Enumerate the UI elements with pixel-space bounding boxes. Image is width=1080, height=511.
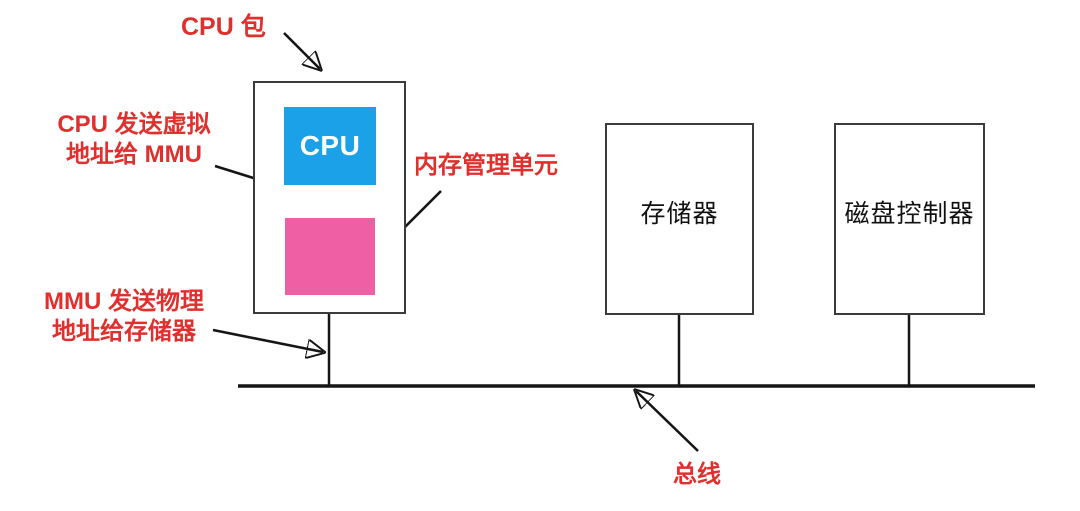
bus-label-arrow: [636, 391, 699, 452]
cpu-box: CPU: [284, 107, 376, 185]
mmu-unit-annotation: 内存管理单元: [414, 152, 558, 179]
physical-address-line2: 地址给存储器: [52, 318, 196, 345]
cpu-package-arrow: [283, 32, 320, 69]
virtual-address-line1: CPU 发送虚拟: [57, 111, 211, 138]
memory-label: 存储器: [640, 200, 719, 228]
virtual-address-annotation: CPU 发送虚拟 地址给 MMU: [38, 110, 230, 170]
disk-controller-label: 磁盘控制器: [844, 200, 975, 228]
physical-address-line1: MMU 发送物理: [44, 288, 204, 315]
physical-address-arrow: [212, 328, 323, 352]
mmu-box: [285, 218, 375, 295]
cpu-label: CPU: [299, 130, 361, 161]
virtual-address-line2: 地址给 MMU: [66, 141, 202, 168]
cpu-package-annotation: CPU 包: [181, 13, 266, 41]
physical-address-annotation: MMU 发送物理 地址给存储器: [28, 287, 220, 347]
disk-controller-box: 磁盘控制器: [834, 123, 985, 315]
bus-annotation: 总线: [673, 461, 721, 488]
memory-box: 存储器: [605, 123, 754, 315]
